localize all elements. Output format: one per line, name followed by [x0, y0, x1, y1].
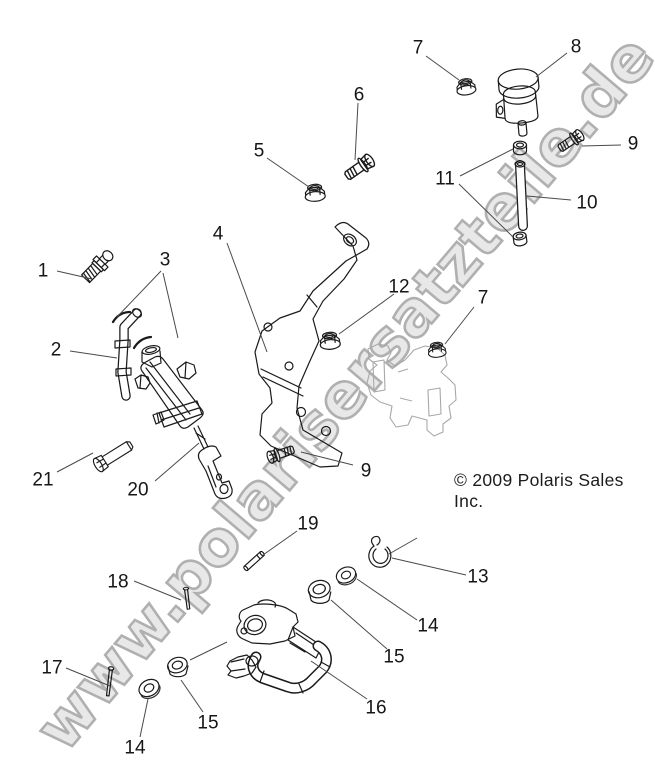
callout-11: 11 [435, 169, 455, 190]
callout-17: 17 [41, 658, 62, 679]
part-17-pin-drawing [104, 665, 115, 697]
callout-20: 20 [127, 480, 148, 501]
part-6-bolt-drawing [341, 151, 378, 184]
callout-18: 18 [107, 572, 128, 593]
callout-15-left: 15 [197, 713, 218, 734]
part-3-clamps-drawing [111, 310, 153, 350]
callout-12: 12 [388, 277, 409, 298]
callout-1: 1 [38, 261, 49, 282]
callout-5: 5 [254, 141, 265, 162]
callout-19: 19 [297, 514, 318, 535]
part-10-tube-drawing [514, 160, 528, 231]
callout-15-right: 15 [383, 647, 404, 668]
leader-lines [56, 52, 622, 738]
part-11-clamp-bottom-drawing [512, 230, 528, 248]
callout-14-right: 14 [417, 616, 439, 637]
part-18-pin-drawing [182, 586, 192, 611]
part-7-nut-mid-drawing [427, 341, 447, 359]
callout-7-top: 7 [413, 38, 424, 59]
callout-14-left: 14 [124, 738, 146, 759]
part-21-bolt-drawing [92, 441, 134, 473]
part-15-bushing-right-drawing [307, 579, 332, 604]
part-9-bolt-mid-drawing [264, 442, 297, 466]
part-11-clamp-top-drawing [512, 140, 528, 156]
part-8-reservoir-drawing [495, 68, 540, 137]
part-16-pedal-lever-drawing [226, 599, 332, 694]
callout-6: 6 [354, 85, 365, 106]
part-13-snap-ring-drawing [368, 535, 392, 568]
part-14-washer-right-drawing [333, 563, 360, 589]
callout-21: 21 [32, 470, 53, 491]
callout-10: 10 [576, 193, 597, 214]
part-15-bushing-left-drawing [166, 656, 189, 678]
callout-4: 4 [213, 224, 224, 245]
callout-9-right: 9 [628, 134, 639, 155]
callout-3: 3 [160, 250, 171, 271]
callout-8: 8 [571, 37, 582, 58]
callout-13: 13 [467, 567, 488, 588]
callout-7-mid: 7 [478, 288, 489, 309]
ghost-bracket-drawing [366, 343, 457, 437]
part-14-washer-left-drawing [135, 675, 164, 703]
callout-16: 16 [365, 698, 386, 719]
callout-9-mid: 9 [361, 461, 372, 482]
copyright-text: © 2009 Polaris Sales Inc. [454, 470, 624, 511]
part-12-nut-drawing [318, 330, 342, 351]
callout-labels: 1 2 3 4 5 6 7 8 9 10 11 12 7 9 13 14 15 … [32, 37, 638, 759]
part-4-bracket-drawing [254, 221, 370, 468]
part-19-clevis-pin-drawing [243, 550, 265, 572]
part-2-brake-hose-drawing [114, 308, 143, 401]
part-20-master-cylinder-drawing [134, 345, 233, 500]
part-1-fitting-drawing [81, 250, 114, 284]
part-9-bolt-right-drawing [554, 127, 587, 156]
callout-2: 2 [51, 340, 62, 361]
